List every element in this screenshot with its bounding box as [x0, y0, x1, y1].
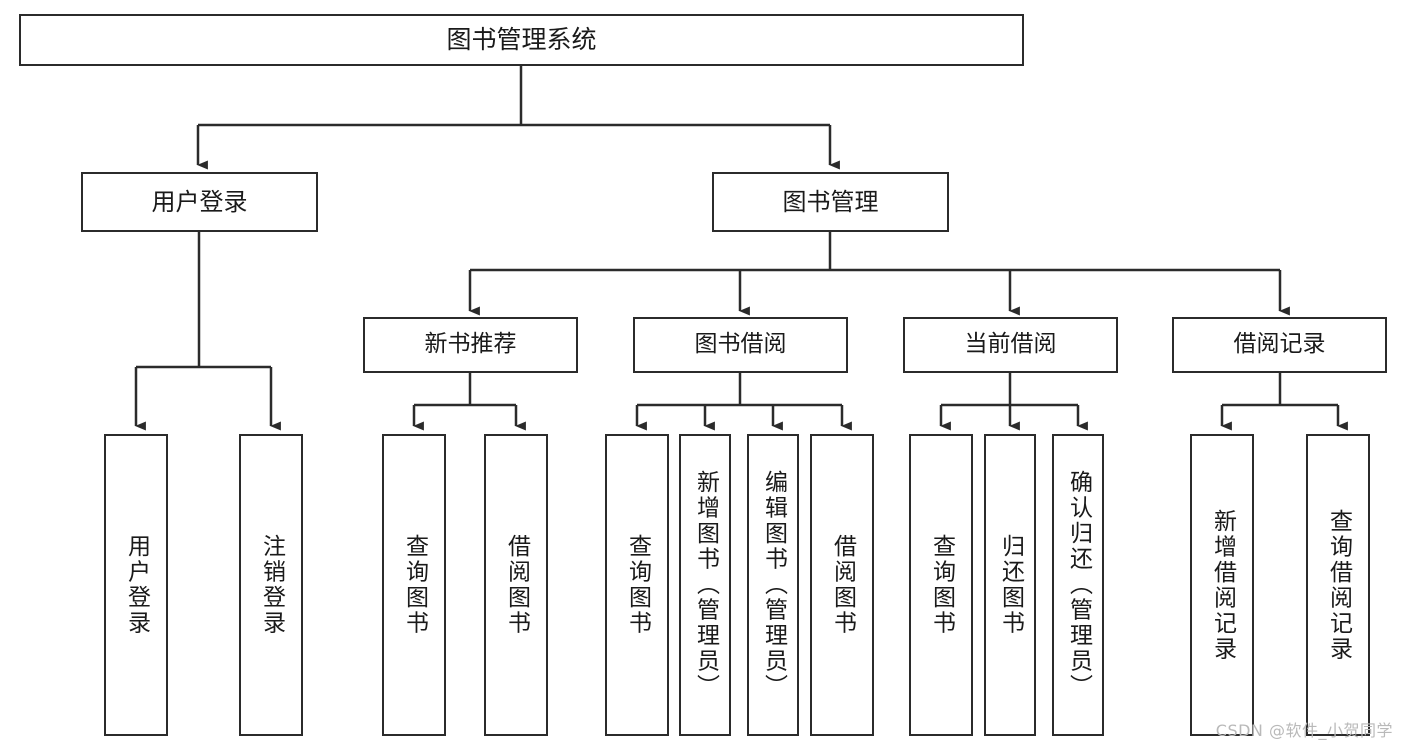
- node-label: 注销登录: [258, 534, 285, 636]
- leaf-query-book-2[interactable]: 查询图书: [605, 434, 669, 736]
- node-root-book-management-system[interactable]: 图书管理系统: [19, 14, 1024, 66]
- leaf-return-book[interactable]: 归还图书: [984, 434, 1036, 736]
- node-label: 图书管理系统: [446, 25, 597, 55]
- node-label: 归还图书: [997, 534, 1024, 636]
- node-label: 新增图书（管理员）: [692, 470, 719, 700]
- node-label: 查询图书: [928, 534, 955, 636]
- node-new-book-recommend[interactable]: 新书推荐: [363, 317, 578, 373]
- leaf-confirm-return[interactable]: 确认归还（管理员）: [1052, 434, 1104, 736]
- leaf-borrow-book-2[interactable]: 借阅图书: [810, 434, 874, 736]
- csdn-watermark: CSDN @软件_小贺同学: [1215, 721, 1393, 740]
- node-label: 借阅图书: [503, 534, 530, 636]
- node-current-borrow[interactable]: 当前借阅: [903, 317, 1118, 373]
- node-label: 查询借阅记录: [1325, 508, 1352, 662]
- node-label: 新增借阅记录: [1209, 508, 1236, 662]
- leaf-user-logout[interactable]: 注销登录: [239, 434, 303, 736]
- leaf-add-book[interactable]: 新增图书（管理员）: [679, 434, 731, 736]
- leaf-query-book-3[interactable]: 查询图书: [909, 434, 973, 736]
- node-label: 查询图书: [624, 534, 651, 636]
- node-label: 用户登录: [151, 187, 248, 216]
- node-label: 借阅记录: [1233, 331, 1326, 358]
- node-book-management[interactable]: 图书管理: [712, 172, 949, 232]
- node-label: 新书推荐: [424, 331, 517, 358]
- node-label: 确认归还（管理员）: [1065, 470, 1092, 700]
- leaf-query-borrow-record[interactable]: 查询借阅记录: [1306, 434, 1370, 736]
- node-label: 编辑图书（管理员）: [760, 470, 787, 700]
- leaf-add-borrow-record[interactable]: 新增借阅记录: [1190, 434, 1254, 736]
- leaf-borrow-book-1[interactable]: 借阅图书: [484, 434, 548, 736]
- leaf-user-login-do[interactable]: 用户登录: [104, 434, 168, 736]
- node-label: 用户登录: [123, 534, 150, 636]
- node-label: 当前借阅: [964, 331, 1057, 358]
- node-label: 图书管理: [782, 187, 879, 216]
- node-label: 借阅图书: [829, 534, 856, 636]
- node-borrow-record[interactable]: 借阅记录: [1172, 317, 1387, 373]
- node-label: 查询图书: [401, 534, 428, 636]
- leaf-query-book-1[interactable]: 查询图书: [382, 434, 446, 736]
- node-label: 图书借阅: [694, 331, 787, 358]
- leaf-edit-book[interactable]: 编辑图书（管理员）: [747, 434, 799, 736]
- node-book-borrow[interactable]: 图书借阅: [633, 317, 848, 373]
- node-user-login[interactable]: 用户登录: [81, 172, 318, 232]
